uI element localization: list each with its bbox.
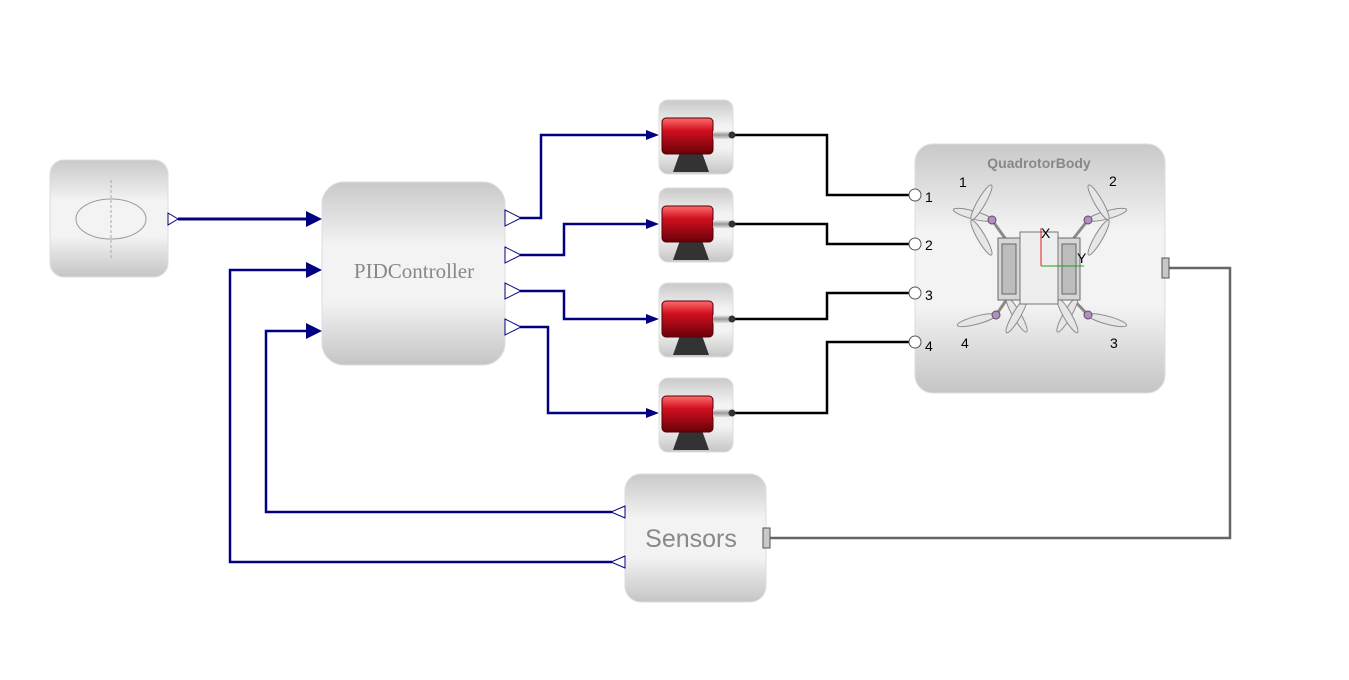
body-port-label-4: 4 [925, 338, 933, 354]
pid-output-port-4[interactable] [504, 318, 523, 336]
mechanical-wires [734, 133, 912, 415]
quadrotor-body-title: QuadrotorBody [987, 155, 1091, 171]
pid-output-ports [504, 209, 523, 336]
body-port-label-1: 1 [925, 189, 933, 205]
reference-output-port[interactable] [167, 212, 179, 226]
body-port-label-3: 3 [925, 287, 933, 303]
pid-output-port-2[interactable] [504, 246, 523, 264]
arrow-pid-input-2 [306, 262, 322, 278]
arrow-motor-1 [646, 130, 659, 140]
quadrotor-body-block[interactable]: QuadrotorBody 1 2 3 4 1 2 3 4 [908, 143, 1170, 394]
dc-motor-icon [661, 205, 736, 260]
body-port-2[interactable] [908, 237, 922, 251]
sensors-frame-port[interactable] [762, 527, 771, 549]
wire-motor-2-to-body[interactable] [734, 222, 912, 246]
dc-motor-icon [661, 117, 736, 172]
wire-body-to-sensors[interactable] [770, 266, 1232, 540]
pid-controller-label: PIDController [354, 259, 474, 283]
wire-motor-1-to-body[interactable] [734, 133, 912, 197]
dc-motor-icon [661, 395, 736, 450]
pid-controller-block[interactable]: PIDController [321, 181, 523, 366]
body-port-3[interactable] [908, 286, 922, 300]
wire-pid-to-motor-2[interactable] [520, 222, 648, 257]
wire-motor-4-to-body[interactable] [734, 340, 912, 415]
ellipse-reference-icon [75, 180, 147, 258]
sensors-label: Sensors [645, 525, 737, 553]
motor-block-2[interactable] [658, 187, 736, 263]
motor-block-3[interactable] [658, 282, 736, 358]
signal-wires [178, 133, 648, 564]
wire-pid-to-motor-4[interactable] [520, 325, 648, 415]
body-frame-port[interactable] [1161, 257, 1170, 279]
axis-y-label: Y [1077, 250, 1087, 266]
motor-block-4[interactable] [658, 377, 736, 453]
quadrotor-icon: X Y [952, 184, 1128, 334]
arrow-pid-input-1 [306, 211, 322, 227]
wire-motor-3-to-body[interactable] [734, 291, 912, 321]
body-port-4[interactable] [908, 335, 922, 349]
arrow-pid-input-3 [306, 323, 322, 339]
sensors-output-port-1[interactable] [609, 505, 626, 519]
rotor-label-3: 3 [1110, 335, 1118, 351]
rotor-label-1: 1 [959, 174, 967, 190]
signal-arrowheads [306, 130, 659, 418]
body-flange-ports [908, 188, 922, 349]
arrow-motor-3 [646, 314, 659, 324]
dc-motor-icon [661, 300, 736, 355]
arrow-motor-2 [646, 219, 659, 229]
pid-output-port-1[interactable] [504, 209, 523, 227]
arrow-motor-4 [646, 408, 659, 418]
rotor-label-4: 4 [961, 335, 969, 351]
body-port-label-2: 2 [925, 237, 933, 253]
wire-sensors-to-pid-upper[interactable] [264, 329, 612, 514]
pid-output-port-3[interactable] [504, 282, 523, 300]
motor-block-1[interactable] [658, 99, 736, 175]
wire-sensors-to-pid-lower[interactable] [228, 268, 612, 564]
sensors-output-port-2[interactable] [609, 555, 626, 569]
rotor-label-2: 2 [1109, 173, 1117, 189]
wire-pid-to-motor-3[interactable] [520, 289, 648, 321]
reference-block[interactable] [49, 159, 179, 278]
sensors-block[interactable]: Sensors [609, 473, 771, 603]
axis-x-label: X [1041, 225, 1051, 241]
body-port-1[interactable] [908, 188, 922, 202]
wire-pid-to-motor-1[interactable] [520, 133, 648, 220]
